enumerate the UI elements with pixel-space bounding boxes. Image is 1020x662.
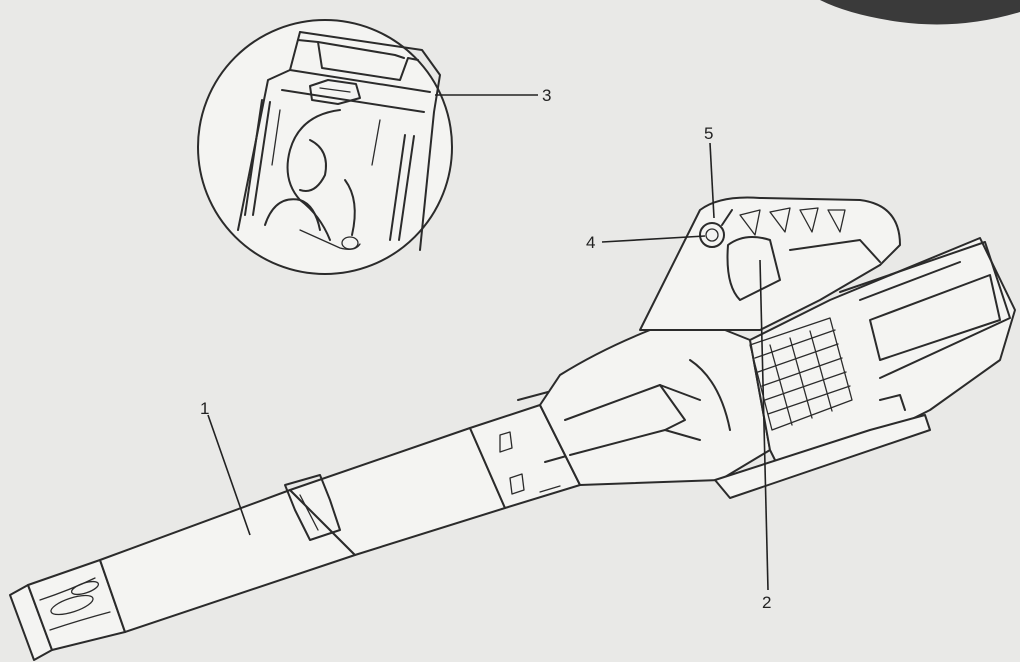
battery-detail-inset [197,19,453,275]
callout-3: 3 [542,86,551,105]
callout-5: 5 [704,124,713,143]
callout-1: 1 [200,399,209,418]
leader-lines [207,94,769,591]
callout-2: 2 [762,593,771,612]
callout-4: 4 [586,233,595,252]
corner-shadow [820,0,1020,25]
vent-grille [749,317,853,431]
blower-tube [9,391,581,661]
blower-body [539,196,1016,499]
hang-hole [699,222,725,248]
